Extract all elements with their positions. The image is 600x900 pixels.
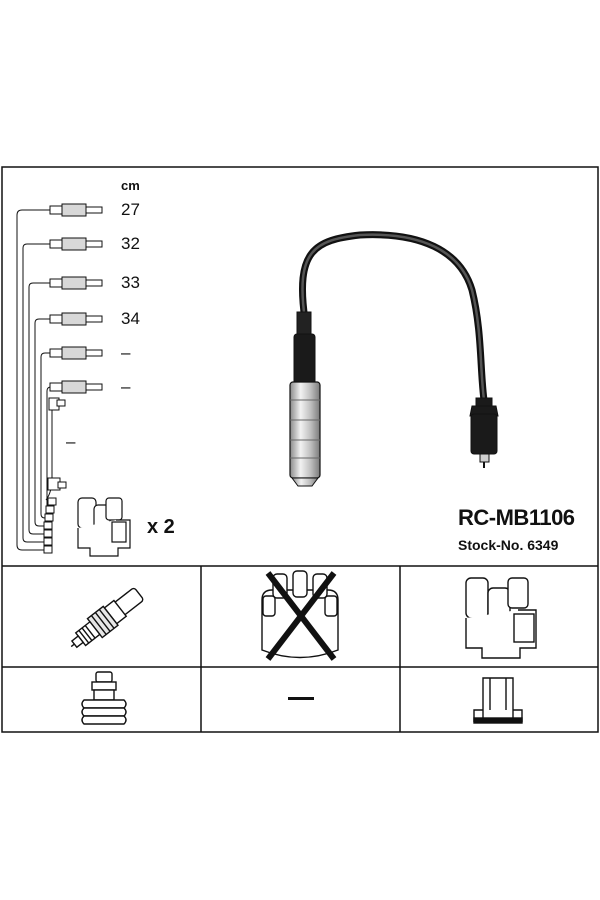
cable-length-1: 27 [121, 200, 140, 219]
cable-set-schematic [16, 209, 57, 554]
distributor-cap-crossed-icon [261, 570, 339, 661]
frame [1, 166, 599, 733]
none-dash-icon [288, 697, 314, 700]
stock-number: Stock-No. 6349 [458, 537, 559, 553]
spark-plug-icon [70, 587, 144, 649]
cable-plug-connectors [47, 203, 103, 491]
cable-length-5: – [121, 343, 131, 362]
cable-length-4: 34 [121, 309, 140, 328]
part-number: RC-MB1106 [458, 505, 575, 530]
ignition-coil-icon [465, 577, 537, 659]
coil-terminal-icon [473, 677, 523, 724]
mini-coil-pack-icon [77, 497, 131, 557]
coil-connector-length: – [66, 432, 76, 451]
cable-length-2: 32 [121, 234, 140, 253]
cable-length-3: 33 [121, 273, 140, 292]
spark-plug-terminal-icon [81, 671, 127, 725]
ignition-cable-illustration [289, 231, 499, 487]
unit-label: cm [121, 178, 140, 193]
coil-multiplier: x 2 [147, 516, 175, 538]
cable-length-6: – [121, 377, 131, 396]
